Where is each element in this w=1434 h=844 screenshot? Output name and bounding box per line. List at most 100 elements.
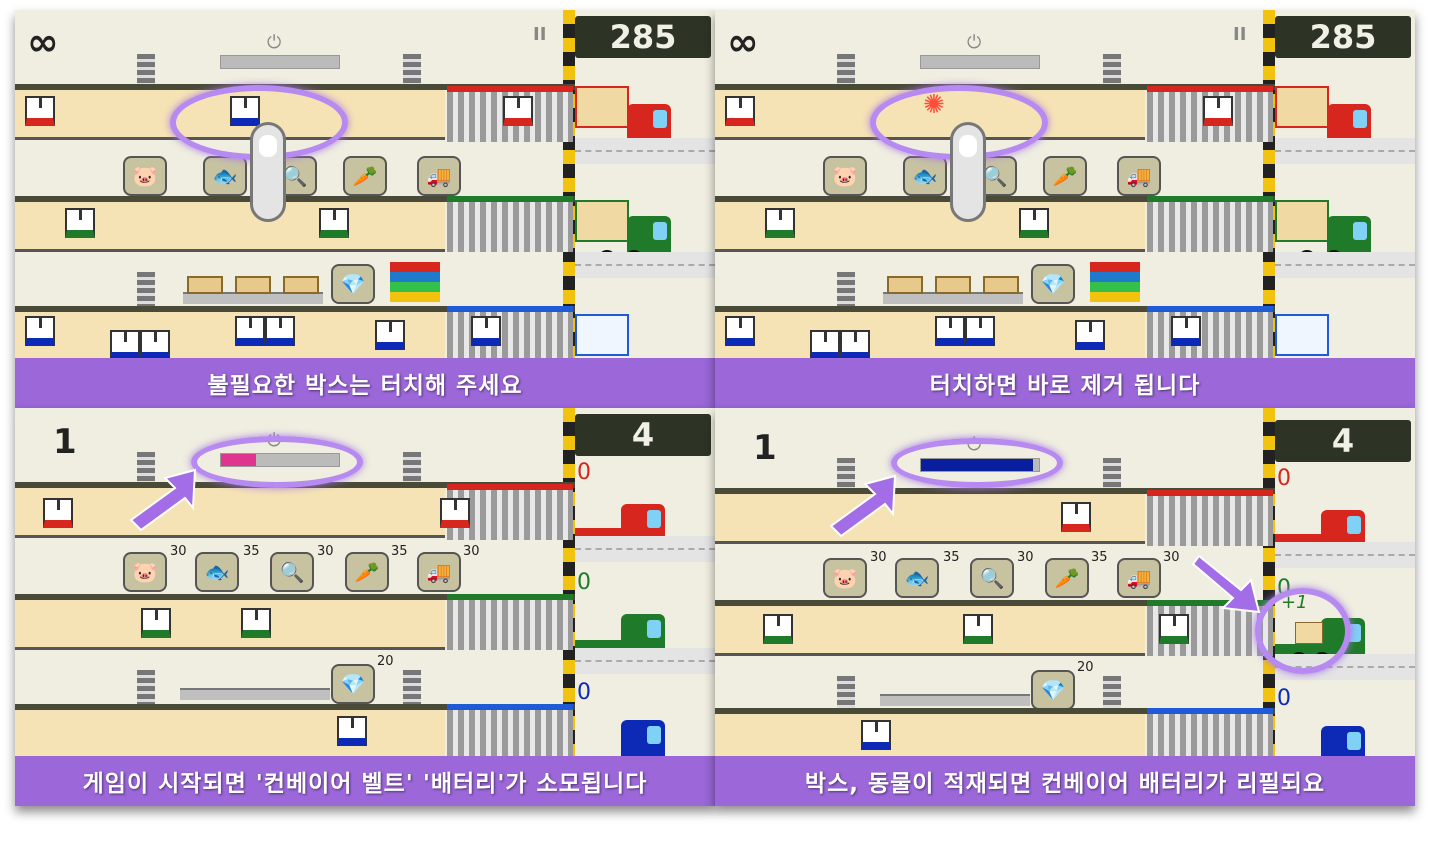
mini-truck <box>887 276 923 294</box>
box-red[interactable] <box>725 96 755 126</box>
box-blue[interactable] <box>337 716 367 746</box>
gems-icon[interactable]: 💎 <box>1031 670 1075 710</box>
lane-post <box>837 458 855 492</box>
fish-bone-icon[interactable]: 🐟 <box>203 156 247 196</box>
truck-icon[interactable]: 🚚 <box>1117 156 1161 196</box>
box-green[interactable] <box>65 208 95 238</box>
roller-belt-blue <box>447 306 573 362</box>
lane-count-green: 0 <box>577 570 591 595</box>
mini-truck <box>935 276 971 294</box>
truck-icon[interactable]: 🚚 <box>417 552 461 592</box>
pig-icon[interactable]: 🐷 <box>123 156 167 196</box>
box-green[interactable] <box>963 614 993 644</box>
lane-wall <box>715 306 1275 312</box>
pause-button[interactable]: II <box>1233 24 1247 45</box>
truck-cab-green <box>627 216 671 258</box>
mini-truck <box>983 276 1019 294</box>
touch-hand-icon <box>950 122 986 222</box>
box-red[interactable] <box>1061 502 1091 532</box>
box-green[interactable] <box>1019 208 1049 238</box>
box-green[interactable] <box>319 208 349 238</box>
box-blue[interactable] <box>965 316 995 346</box>
box-blue[interactable] <box>861 720 891 750</box>
tool-count: 35 <box>1091 550 1108 565</box>
battery-highlight <box>191 436 363 488</box>
lane-wall <box>715 84 1275 90</box>
pointer-arrow-icon <box>829 474 897 538</box>
pig-icon[interactable]: 🐷 <box>823 558 867 598</box>
box-blue[interactable] <box>935 316 965 346</box>
truck-icon[interactable]: 🚚 <box>417 156 461 196</box>
lane-wall <box>15 306 575 312</box>
roller-belt-green <box>1147 196 1273 252</box>
lane-post <box>837 54 855 88</box>
stacking-belt <box>180 688 330 700</box>
tool-count: 35 <box>243 544 260 559</box>
gems-icon[interactable]: 💎 <box>1031 264 1075 304</box>
caption: 박스, 동물이 적재되면 컨베이어 배터리가 리필되요 <box>715 756 1415 806</box>
lane-post <box>1103 54 1121 88</box>
lane-wall <box>715 488 1275 494</box>
box-red[interactable] <box>25 96 55 126</box>
box-green[interactable] <box>141 608 171 638</box>
road <box>1275 252 1415 278</box>
truck-highlight <box>1255 588 1351 674</box>
pig-icon[interactable]: 🐷 <box>123 552 167 592</box>
lane-post <box>1103 676 1121 710</box>
pause-button[interactable]: II <box>533 24 547 45</box>
tool-count: 35 <box>943 550 960 565</box>
fish-bone-icon[interactable]: 🐟 <box>895 558 939 598</box>
roller-belt-red <box>447 484 573 540</box>
box-red[interactable] <box>43 498 73 528</box>
lane-post <box>137 54 155 88</box>
box-mystery[interactable] <box>1075 320 1105 350</box>
lane-post <box>137 452 155 486</box>
bone-carrot-icon[interactable]: 🥕 <box>343 156 387 196</box>
gems-icon[interactable]: 💎 <box>331 664 375 704</box>
box-red[interactable] <box>1203 96 1233 126</box>
box-green[interactable] <box>1159 614 1189 644</box>
box-red[interactable] <box>440 498 470 528</box>
box-blue[interactable] <box>810 330 840 360</box>
conveyor-battery <box>220 55 340 69</box>
fish-bone-icon[interactable]: 🐟 <box>195 552 239 592</box>
fish-bone-icon[interactable]: 🐟 <box>903 156 947 196</box>
conveyor-battery <box>920 55 1040 69</box>
score-display: 285 <box>575 16 711 58</box>
box-blue[interactable] <box>1171 316 1201 346</box>
box-green[interactable] <box>765 208 795 238</box>
bone-carrot-icon[interactable]: 🥕 <box>1043 156 1087 196</box>
magnifier-icon[interactable]: 🔍 <box>970 558 1014 598</box>
lives-counter: ∞ <box>727 20 759 64</box>
mini-truck <box>235 276 271 294</box>
box-red[interactable] <box>503 96 533 126</box>
box-blue[interactable] <box>25 316 55 346</box>
mini-truck <box>283 276 319 294</box>
gems-icon[interactable]: 💎 <box>331 264 375 304</box>
roller-belt-blue <box>1147 708 1273 764</box>
bone-carrot-icon[interactable]: 🥕 <box>345 552 389 592</box>
pig-icon[interactable]: 🐷 <box>823 156 867 196</box>
roller-belt-blue <box>447 704 573 760</box>
box-blue[interactable] <box>140 330 170 360</box>
lane-post <box>403 670 421 704</box>
power-icon[interactable]: ⏻ <box>267 32 282 53</box>
conveyor-lane-green <box>15 600 445 650</box>
box-blue[interactable] <box>110 330 140 360</box>
box-blue[interactable] <box>235 316 265 346</box>
lane-post <box>137 670 155 704</box>
level-counter: 1 <box>753 428 777 468</box>
magnifier-icon[interactable]: 🔍 <box>270 552 314 592</box>
lane-count-blue: 0 <box>577 680 591 705</box>
bone-carrot-icon[interactable]: 🥕 <box>1045 558 1089 598</box>
box-blue[interactable] <box>840 330 870 360</box>
box-green[interactable] <box>763 614 793 644</box>
box-mystery[interactable] <box>375 320 405 350</box>
lane-wall <box>15 84 575 90</box>
box-blue[interactable] <box>265 316 295 346</box>
box-blue[interactable] <box>471 316 501 346</box>
truck-icon[interactable]: 🚚 <box>1117 558 1161 598</box>
box-green[interactable] <box>241 608 271 638</box>
box-blue[interactable] <box>725 316 755 346</box>
power-icon[interactable]: ⏻ <box>967 32 982 53</box>
